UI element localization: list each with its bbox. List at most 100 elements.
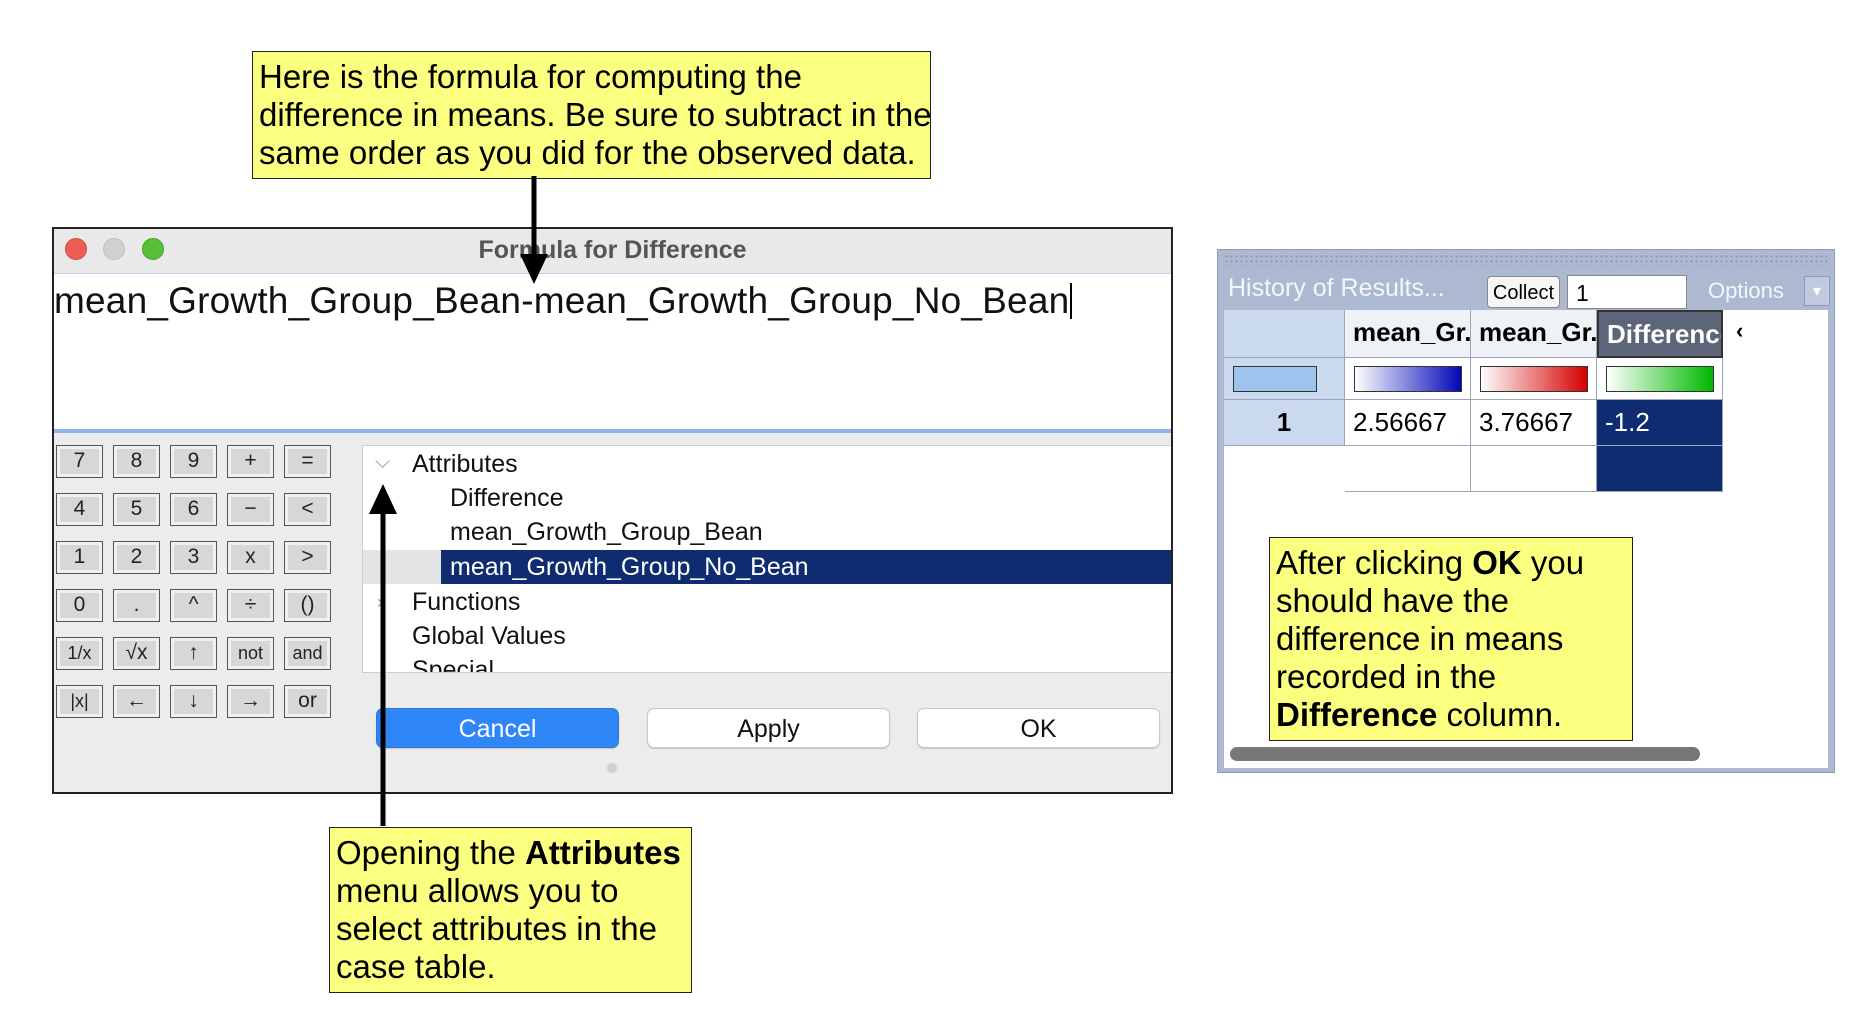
panel-title: History of Results... xyxy=(1228,274,1445,302)
key-and[interactable]: and xyxy=(284,637,331,670)
callout-line: After clicking OK you xyxy=(1276,544,1626,582)
close-window-button[interactable] xyxy=(65,238,87,260)
key-1[interactable]: 1 xyxy=(56,541,103,574)
key-power[interactable]: ^ xyxy=(170,589,217,622)
ok-button[interactable]: OK xyxy=(917,708,1160,748)
apply-button[interactable]: Apply xyxy=(647,708,890,748)
key-greater-than[interactable]: > xyxy=(284,541,331,574)
key-2[interactable]: 2 xyxy=(113,541,160,574)
options-menu[interactable]: Options xyxy=(1708,278,1784,303)
attributes-callout: Opening the Attributes menu allows you t… xyxy=(329,827,692,993)
tree-item-attribute[interactable]: Difference xyxy=(363,481,1171,515)
formula-text[interactable]: mean_Growth_Group_Bean-mean_Growth_Group… xyxy=(54,280,1073,322)
callout-text: column. xyxy=(1437,696,1563,733)
key-7[interactable]: 7 xyxy=(56,445,103,478)
table-cell-empty[interactable] xyxy=(1345,446,1471,492)
chevron-right-icon[interactable]: › xyxy=(377,592,383,612)
key-decimal[interactable]: . xyxy=(113,589,160,622)
key-5[interactable]: 5 xyxy=(113,493,160,526)
insert-tree: ⌵ Attributes Difference mean_Growth_Grou… xyxy=(362,445,1171,673)
tree-item-functions[interactable]: › Functions xyxy=(363,585,1171,619)
corner-cell xyxy=(1224,310,1345,358)
key-right-arrow[interactable]: → xyxy=(227,685,274,718)
callout-text: you xyxy=(1521,544,1585,581)
arrow-to-attributes-icon xyxy=(369,484,397,826)
callout-line: case table. xyxy=(336,948,496,985)
callout-bold: Difference xyxy=(1276,696,1438,733)
key-4[interactable]: 4 xyxy=(56,493,103,526)
callout-line: Difference column. xyxy=(1276,696,1626,734)
tree-item-label: Difference xyxy=(450,484,564,512)
formula-dialog: Formula for Difference mean_Growth_Group… xyxy=(52,227,1173,794)
key-9[interactable]: 9 xyxy=(170,445,217,478)
color-swatch xyxy=(1606,366,1714,392)
key-0[interactable]: 0 xyxy=(56,589,103,622)
table-cell[interactable]: 2.56667 xyxy=(1345,400,1471,446)
callout-text: After clicking xyxy=(1276,544,1473,581)
formula-expression: mean_Growth_Group_Bean-mean_Growth_Group… xyxy=(54,280,1070,321)
callout-bold: OK xyxy=(1472,544,1522,581)
key-or[interactable]: or xyxy=(284,685,331,718)
minimize-window-button[interactable] xyxy=(103,238,125,260)
tree-item-label: Special xyxy=(412,656,494,673)
more-columns-icon[interactable]: ‹ xyxy=(1736,318,1744,343)
horizontal-scrollbar-thumb[interactable] xyxy=(1230,747,1700,761)
panel-grip[interactable] xyxy=(1224,254,1828,266)
resize-handle-icon[interactable] xyxy=(607,763,617,773)
tree-item-global-values[interactable]: Global Values xyxy=(363,619,1171,653)
key-up-arrow[interactable]: ↑ xyxy=(170,637,217,670)
key-not[interactable]: not xyxy=(227,637,274,670)
key-equals[interactable]: = xyxy=(284,445,331,478)
tree-item-label: Global Values xyxy=(412,622,566,650)
cancel-button[interactable]: Cancel xyxy=(376,708,619,748)
key-plus[interactable]: + xyxy=(227,445,274,478)
key-divide[interactable]: ÷ xyxy=(227,589,274,622)
table-cell-empty[interactable] xyxy=(1597,446,1723,492)
callout-line: difference in means xyxy=(1276,620,1564,657)
text-caret xyxy=(1070,283,1073,319)
column-header-difference[interactable]: Difference xyxy=(1597,310,1723,358)
callout-line: select attributes in the xyxy=(336,910,658,947)
table-cell-difference[interactable]: -1.2 xyxy=(1597,400,1723,446)
swatch-cell xyxy=(1597,358,1723,400)
tree-item-label: mean_Growth_Group_Bean xyxy=(450,518,763,546)
formula-callout: Here is the formula for computing the di… xyxy=(252,51,932,179)
tree-item-special[interactable]: Special xyxy=(363,653,1171,673)
collect-count-input[interactable]: 1 xyxy=(1567,275,1687,309)
key-parentheses[interactable]: () xyxy=(284,589,331,622)
column-header[interactable]: mean_Gr... xyxy=(1471,310,1597,358)
key-3[interactable]: 3 xyxy=(170,541,217,574)
row-index[interactable]: 1 xyxy=(1224,400,1345,446)
key-8[interactable]: 8 xyxy=(113,445,160,478)
key-sqrt[interactable]: √x xyxy=(113,637,160,670)
tree-item-attribute[interactable]: mean_Growth_Group_Bean xyxy=(363,515,1171,549)
key-multiply[interactable]: x xyxy=(227,541,274,574)
zoom-window-button[interactable] xyxy=(142,238,164,260)
color-swatch xyxy=(1233,366,1317,392)
callout-line: same order as you did for the observed d… xyxy=(259,134,916,171)
collect-button[interactable]: Collect xyxy=(1487,276,1560,308)
key-6[interactable]: 6 xyxy=(170,493,217,526)
formula-editor[interactable]: mean_Growth_Group_Bean-mean_Growth_Group… xyxy=(54,273,1171,433)
tree-row-gutter xyxy=(363,550,441,584)
key-less-than[interactable]: < xyxy=(284,493,331,526)
table-cell[interactable]: 3.76667 xyxy=(1471,400,1597,446)
swatch-cell xyxy=(1471,358,1597,400)
chevron-down-icon[interactable]: ▾ xyxy=(1804,276,1830,306)
key-abs[interactable]: |x| xyxy=(56,685,103,718)
swatch-cell xyxy=(1345,358,1471,400)
tree-item-attributes[interactable]: ⌵ Attributes xyxy=(363,447,1171,481)
callout-line: difference in means. Be sure to subtract… xyxy=(259,96,932,133)
callout-line: recorded in the xyxy=(1276,658,1497,695)
key-minus[interactable]: − xyxy=(227,493,274,526)
swatch-row-header xyxy=(1224,358,1345,400)
color-swatch xyxy=(1480,366,1588,392)
tree-item-attribute-selected[interactable]: mean_Growth_Group_No_Bean xyxy=(441,550,1171,584)
column-header[interactable]: mean_Gr... xyxy=(1345,310,1471,358)
tree-item-label: Attributes xyxy=(412,450,518,478)
key-left-arrow[interactable]: ← xyxy=(113,685,160,718)
key-reciprocal[interactable]: 1/x xyxy=(56,637,103,670)
key-down-arrow[interactable]: ↓ xyxy=(170,685,217,718)
table-cell-empty[interactable] xyxy=(1471,446,1597,492)
chevron-down-icon[interactable]: ⌵ xyxy=(375,451,391,473)
